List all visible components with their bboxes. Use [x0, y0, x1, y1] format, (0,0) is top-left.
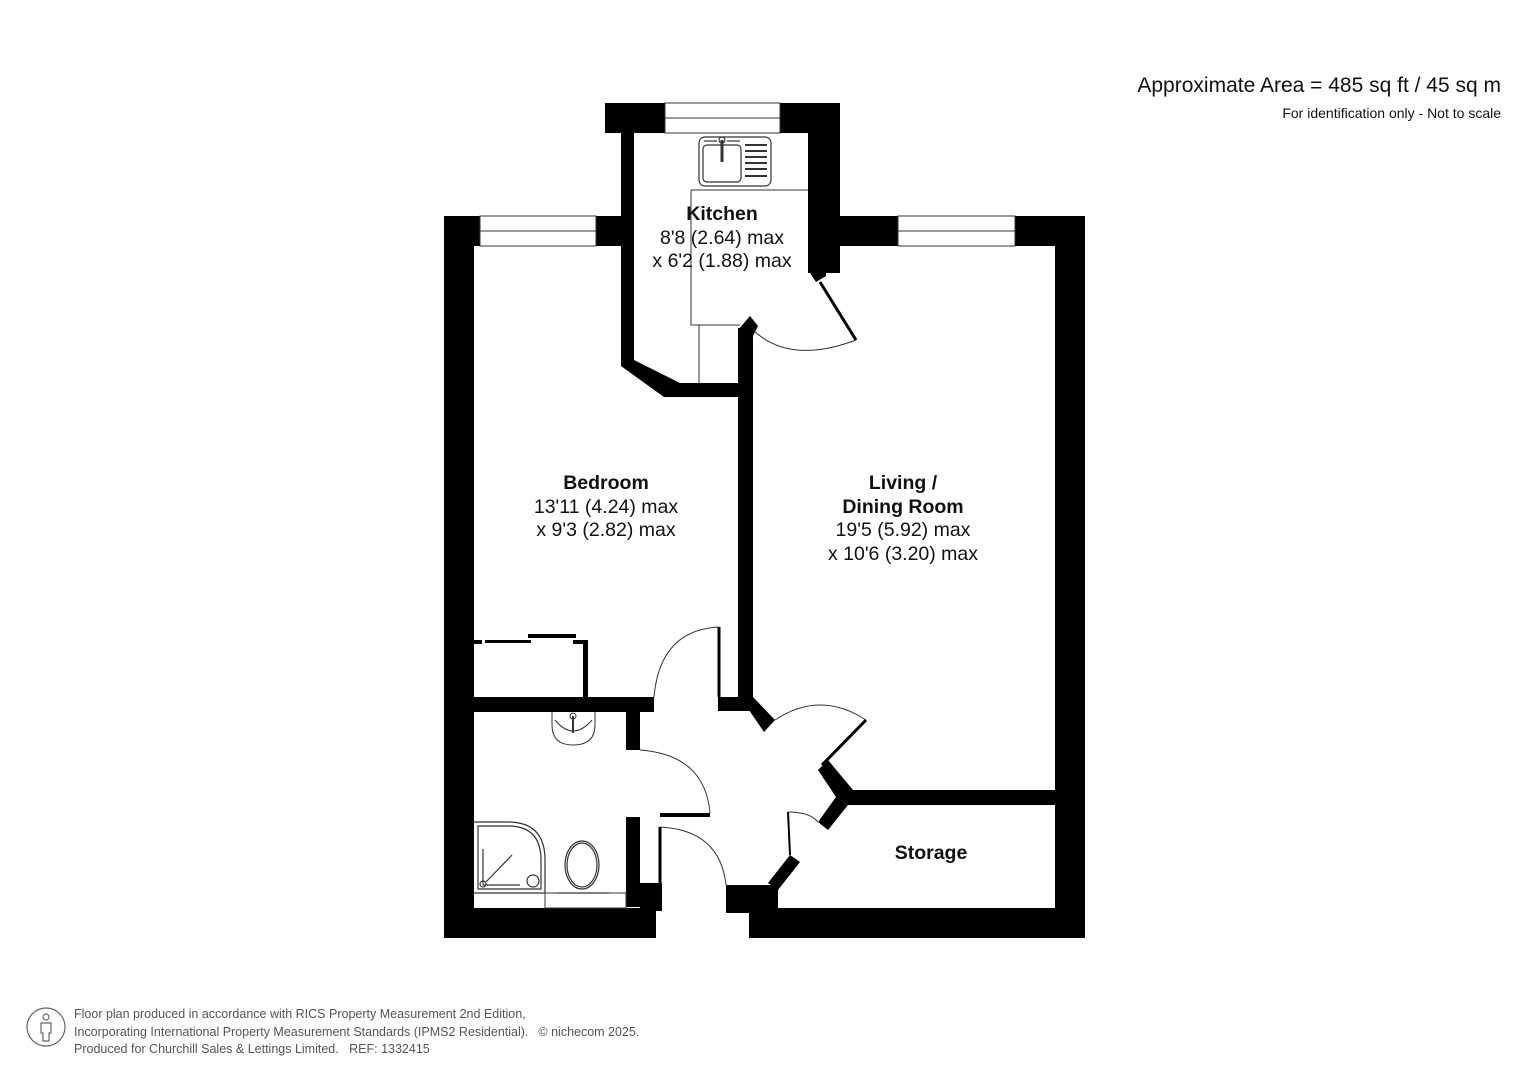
room-name: Storage — [894, 842, 968, 864]
area-header: Approximate Area = 485 sq ft / 45 sq m F… — [1137, 72, 1501, 124]
doors — [639, 281, 868, 886]
walls — [444, 103, 1085, 938]
room-name: Living / — [868, 472, 938, 494]
room-name: Kitchen — [686, 203, 758, 225]
kitchen-label: Kitchen 8'8 (2.64) max x 6'2 (1.88) max — [652, 203, 791, 274]
footer-line-3: Produced for Churchill Sales & Lettings … — [74, 1042, 430, 1056]
footer-line-2: Incorporating International Property Mea… — [74, 1024, 529, 1039]
footer: Floor plan produced in accordance with R… — [26, 1006, 639, 1059]
scale-note: For identification only - Not to scale — [1282, 105, 1501, 121]
approximate-area: Approximate Area = 485 sq ft / 45 sq m — [1137, 74, 1501, 97]
room-dimension: 13'11 (4.24) max — [533, 495, 679, 518]
storage-label: Storage — [895, 842, 968, 866]
footer-line-1: Floor plan produced in accordance with R… — [74, 1007, 526, 1021]
windows — [479, 102, 1016, 247]
kitchen-worktop — [690, 189, 808, 383]
room-dimension: x 10'6 (3.20) max — [827, 542, 979, 565]
toilet-icon — [557, 840, 609, 894]
person-icon — [26, 1007, 66, 1047]
copyright: © nichecom 2025. — [538, 1024, 640, 1039]
room-name: Dining Room — [842, 495, 964, 518]
bedroom-label: Bedroom 13'11 (4.24) max x 9'3 (2.82) ma… — [534, 472, 678, 543]
living-dining-label: Living / Dining Room 19'5 (5.92) max x 1… — [828, 472, 978, 566]
room-dimension: 19'5 (5.92) max — [835, 519, 971, 541]
room-name: Bedroom — [563, 472, 649, 494]
wash-basin-icon — [551, 712, 596, 746]
bathroom-ledge — [544, 892, 627, 909]
corner-shower-icon — [474, 821, 546, 894]
wardrobe — [474, 634, 588, 697]
room-dimension: 8'8 (2.64) max — [659, 226, 785, 249]
room-dimension: x 9'3 (2.82) max — [536, 519, 676, 541]
kitchen-sink-icon — [698, 136, 772, 187]
room-dimension: x 6'2 (1.88) max — [652, 250, 792, 272]
